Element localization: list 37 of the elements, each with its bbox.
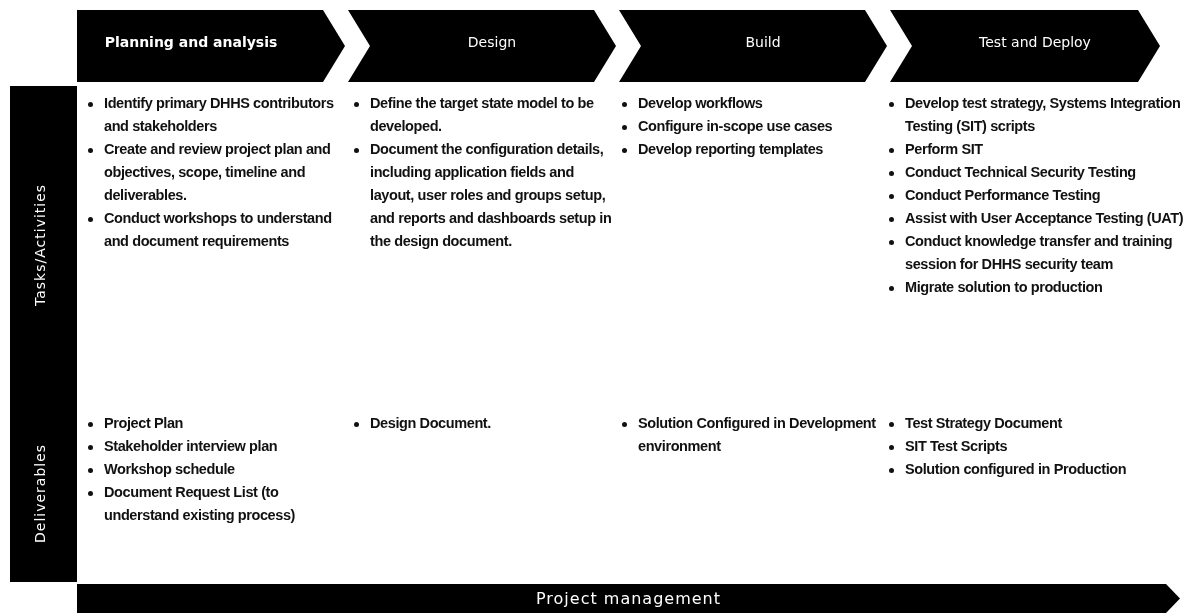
phase-heading: Planning and analysis [103, 34, 279, 50]
bullet-item: Develop workflows [618, 92, 880, 115]
phase-heading-band [348, 10, 616, 82]
phase-heading-band [619, 10, 887, 82]
bullet-item: Configure in-scope use cases [618, 115, 880, 138]
bullet-item: Design Document. [350, 412, 612, 435]
row-heading: Tasks/Activities [32, 182, 48, 309]
row-header-band [10, 86, 77, 404]
bullet-item: Conduct Technical Security Testing [885, 161, 1185, 184]
bar-label: Project management [535, 589, 722, 608]
bullet-item: Develop reporting templates [618, 138, 880, 161]
bullet-item: Document the configuration details, including application fields and layout, user roles and groups setup, and reports and dashboards setup in the design document. [350, 138, 612, 253]
bullet-item: Project Plan [84, 412, 346, 435]
bullet-item: Stakeholder interview plan [84, 435, 346, 458]
bullet-item: Test Strategy Document [885, 412, 1185, 435]
bullet-item: Create and review project plan and objectives, scope, timeline and deliverables. [84, 138, 346, 207]
bullet-item: SIT Test Scripts [885, 435, 1185, 458]
bullet-item: Perform SIT [885, 138, 1185, 161]
bullet-item: Conduct Performance Testing [885, 184, 1185, 207]
bullet-item: Identify primary DHHS contributors and stakeholders [84, 92, 346, 138]
bullet-item: Migrate solution to production [885, 276, 1185, 299]
phase-heading: Design [466, 34, 518, 50]
bullet-item: Conduct workshops to understand and document requirements [84, 207, 346, 253]
row-header-band [10, 404, 77, 582]
bullet-item: Solution Configured in Development environment [618, 412, 880, 458]
bullet-item: Conduct knowledge transfer and training session for DHHS security team [885, 230, 1185, 276]
phase-heading: Test and Deploy [978, 34, 1092, 50]
phase-heading-band [890, 10, 1160, 82]
row-heading: Deliverables [32, 442, 48, 545]
phase-heading-band [77, 10, 345, 82]
bullet-item: Solution configured in Production [885, 458, 1185, 481]
bullet-item: Develop test strategy, Systems Integration Testing (SIT) scripts [885, 92, 1185, 138]
bullet-item: Workshop schedule [84, 458, 346, 481]
phase-heading: Build [744, 34, 782, 50]
bullet-item: Document Request List (to understand existing process) [84, 481, 346, 527]
bullet-item: Assist with User Acceptance Testing (UAT) [885, 207, 1185, 230]
bullet-item: Define the target state model to be developed. [350, 92, 612, 138]
